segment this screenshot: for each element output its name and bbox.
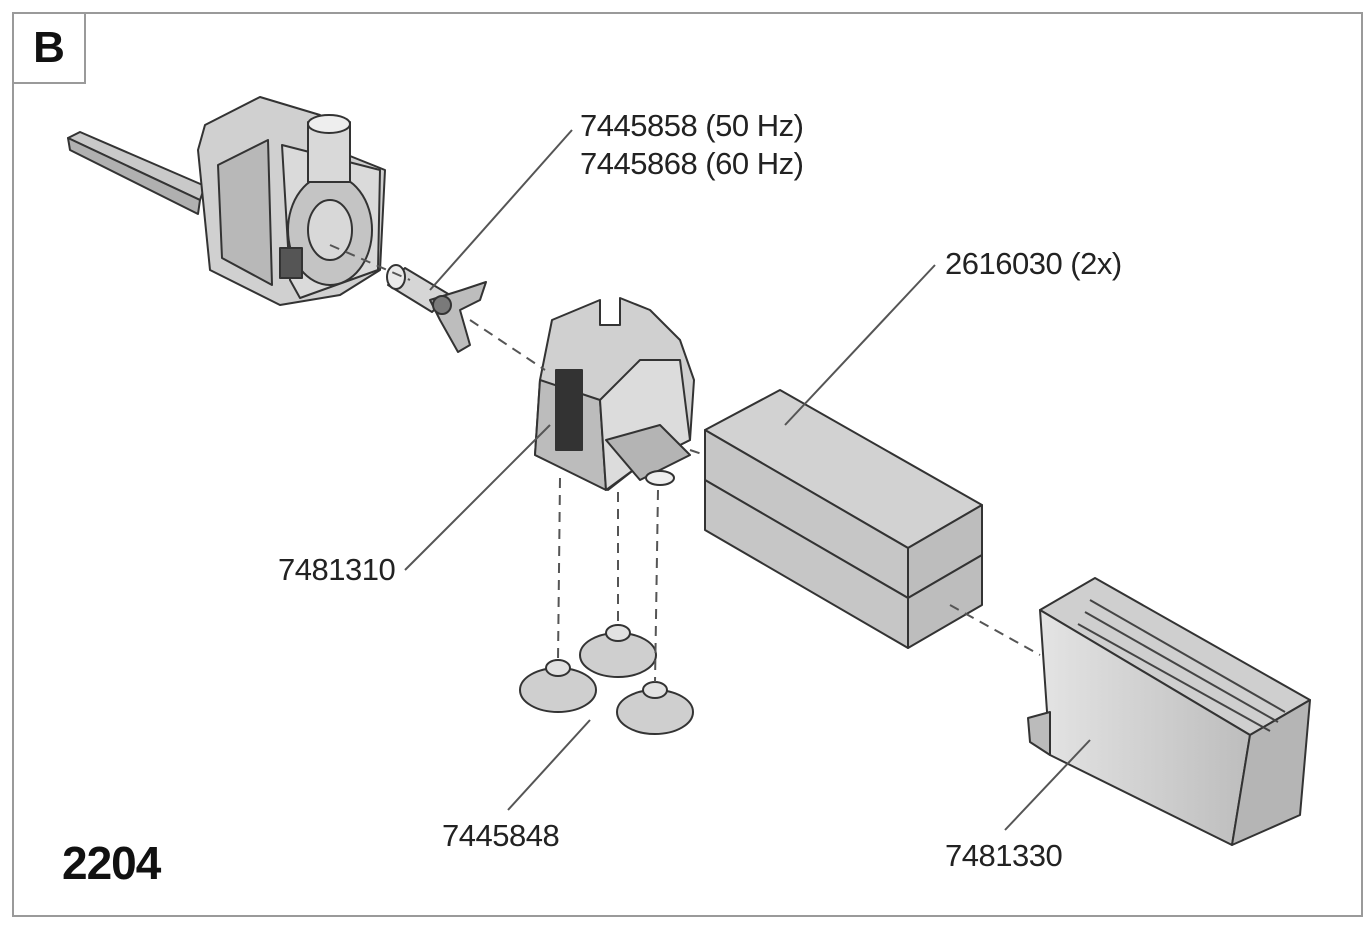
suction-cups [519, 624, 694, 735]
holder [534, 297, 695, 491]
holder-label: 7481310 [278, 552, 396, 587]
foam-label: 2616030 (2x) [945, 246, 1122, 281]
leader-lines [404, 129, 1091, 831]
pump [67, 96, 386, 306]
impeller [386, 264, 487, 353]
suction-cups-label: 7445848 [442, 818, 560, 853]
diagram-frame [12, 12, 1363, 917]
foam-blocks [704, 389, 983, 649]
section-badge: B [12, 12, 86, 84]
cover [1027, 577, 1311, 846]
cover-label: 7481330 [945, 838, 1063, 873]
assembly-lines [329, 244, 1041, 683]
model-number: 2204 [62, 837, 161, 889]
impeller-label-60hz: 7445868 (60 Hz) [580, 146, 804, 181]
impeller-label-50hz: 7445858 (50 Hz) [580, 108, 804, 143]
